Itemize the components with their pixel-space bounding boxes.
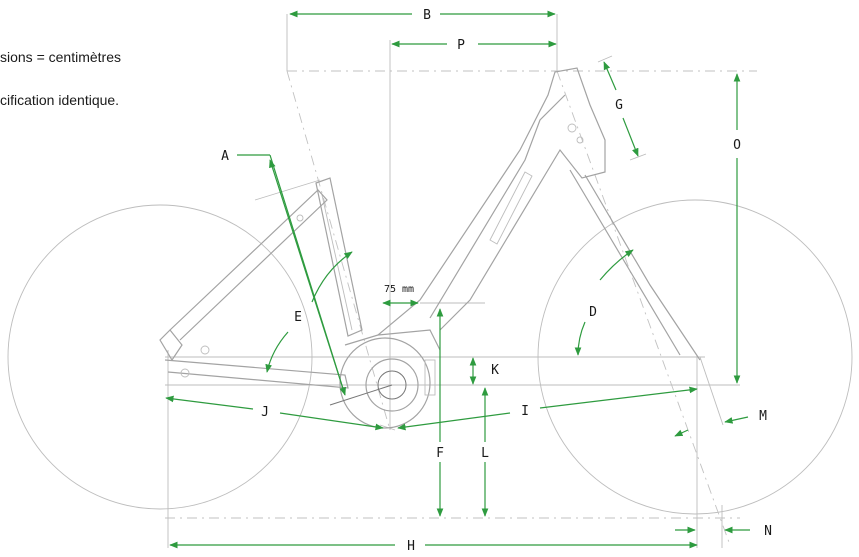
label-l: L (481, 446, 489, 461)
label-a: A (221, 149, 229, 164)
bike-frame (159, 67, 701, 429)
label-o: O (733, 138, 741, 153)
dimension-g-line (603, 61, 617, 91)
label-f: F (436, 446, 444, 461)
dimension-j-line (165, 395, 254, 410)
dimension-e-arc (311, 251, 353, 303)
label-g: G (615, 98, 623, 113)
units-note: sions = centimètres (0, 49, 121, 65)
dimension-labels: B P G O A E 75 mm D K J I M F L N H (221, 5, 772, 554)
label-i: I (521, 404, 529, 419)
label-k: K (491, 363, 499, 378)
reference-lines (165, 14, 757, 548)
label-d: D (589, 305, 597, 320)
label-75mm: 75 mm (384, 284, 414, 295)
motor-housing (339, 337, 431, 429)
dimension-m-line (674, 429, 689, 437)
label-b: B (423, 8, 431, 23)
label-p: P (457, 38, 465, 53)
label-h: H (407, 539, 415, 554)
dimensions (165, 10, 750, 549)
label-j: J (261, 405, 269, 420)
label-n: N (764, 524, 772, 539)
label-e: E (294, 310, 302, 325)
dimension-i-line (397, 412, 511, 431)
label-m: M (759, 409, 767, 424)
dimension-d-arc (599, 249, 634, 281)
spec-note: cification identique. (0, 92, 120, 108)
